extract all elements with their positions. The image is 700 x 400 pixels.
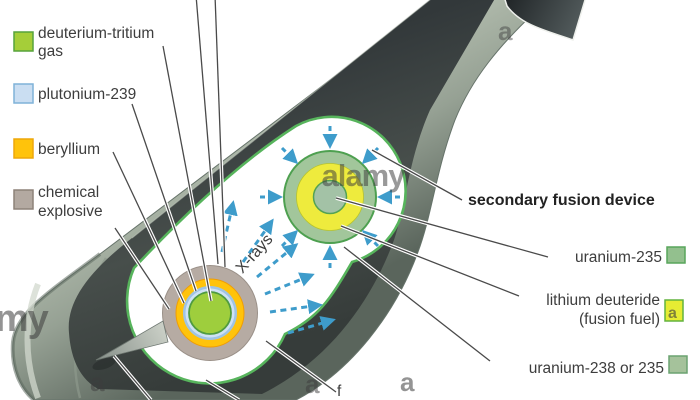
xray-arrow — [269, 299, 323, 315]
callout-lithium-2: (fusion fuel) — [579, 311, 660, 328]
watermark-a-4: a — [90, 367, 105, 397]
callout-lithium-1: lithium deuteride — [546, 292, 660, 309]
secondary-fusion-device — [283, 150, 377, 244]
watermark-a-3: a — [400, 367, 415, 397]
leader-casing-cutoff — [205, 379, 240, 400]
watermark-a-5: a — [668, 305, 677, 322]
xray-arrow — [241, 218, 274, 263]
swatch-lithium — [664, 299, 684, 322]
xray-arrow — [220, 200, 238, 253]
leader-secondary-device — [371, 149, 463, 201]
legend-swatch-beryllium — [13, 138, 34, 159]
legend-swatch-dt-gas — [13, 31, 34, 52]
callouts: secondary fusion device uranium-235 lith… — [337, 192, 688, 400]
detonator-cone — [95, 320, 169, 361]
legend-label-beryllium: beryllium — [38, 141, 100, 158]
callout-bottom-fragment: f — [337, 383, 342, 400]
leader-lines — [111, 0, 549, 400]
detonator — [92, 320, 169, 371]
xray-arrows — [220, 200, 336, 335]
legend-swatch-chemical — [13, 189, 34, 210]
swatch-uranium238 — [668, 355, 688, 374]
tail-ridge-highlight — [24, 282, 41, 400]
callout-uranium235: uranium-235 — [575, 249, 662, 266]
watermark-a-1: a — [498, 16, 513, 46]
detonator-socket — [92, 357, 116, 371]
callout-uranium238: uranium-238 or 235 — [529, 360, 664, 377]
xray-arrow — [256, 243, 299, 279]
tail-cap-shadow — [10, 252, 102, 400]
interior-edge-highlight — [131, 0, 431, 239]
leader-chemical-explosive — [114, 227, 170, 310]
swatch-uranium235 — [666, 246, 686, 264]
watermarks: alamy alamy a a a a a — [0, 16, 678, 399]
watermark-a-2: a — [305, 369, 320, 399]
legend-label-plutonium: plutonium-239 — [38, 86, 136, 103]
implosion-arrow — [280, 146, 299, 165]
leader-uranium235 — [335, 197, 549, 258]
xray-arrow — [264, 272, 315, 296]
legend: deuterium-tritium gas plutonium-239 bery… — [13, 25, 154, 220]
leader-channel-cutoff — [265, 340, 337, 393]
legend-label-dt-gas-1: deuterium-tritium — [38, 25, 154, 42]
leader-top-cutoff-1 — [195, 0, 219, 265]
leader-lithium-deuteride — [340, 225, 520, 297]
primary-fission-device — [162, 265, 258, 361]
callout-secondary-device: secondary fusion device — [468, 192, 655, 209]
leader-dt-gas — [162, 45, 212, 302]
leader-detonator-cutoff — [113, 355, 152, 400]
leader-plutonium — [131, 103, 197, 292]
legend-label-chemical-1: chemical — [38, 184, 99, 201]
leader-top-cutoff-2 — [214, 0, 226, 268]
nose-collar — [504, 0, 586, 41]
implosion-arrow — [280, 229, 299, 248]
legend-label-dt-gas-2: gas — [38, 43, 63, 60]
watermark-alamy-left: alamy — [0, 298, 49, 340]
leader-uranium238 — [343, 246, 491, 362]
legend-label-chemical-2: explosive — [38, 203, 103, 220]
leader-beryllium — [112, 151, 185, 304]
secondary-uranium-core — [312, 179, 348, 215]
xray-arrow — [287, 316, 336, 335]
legend-swatch-plutonium — [13, 83, 34, 104]
watermark-alamy-center: alamy — [322, 158, 407, 193]
